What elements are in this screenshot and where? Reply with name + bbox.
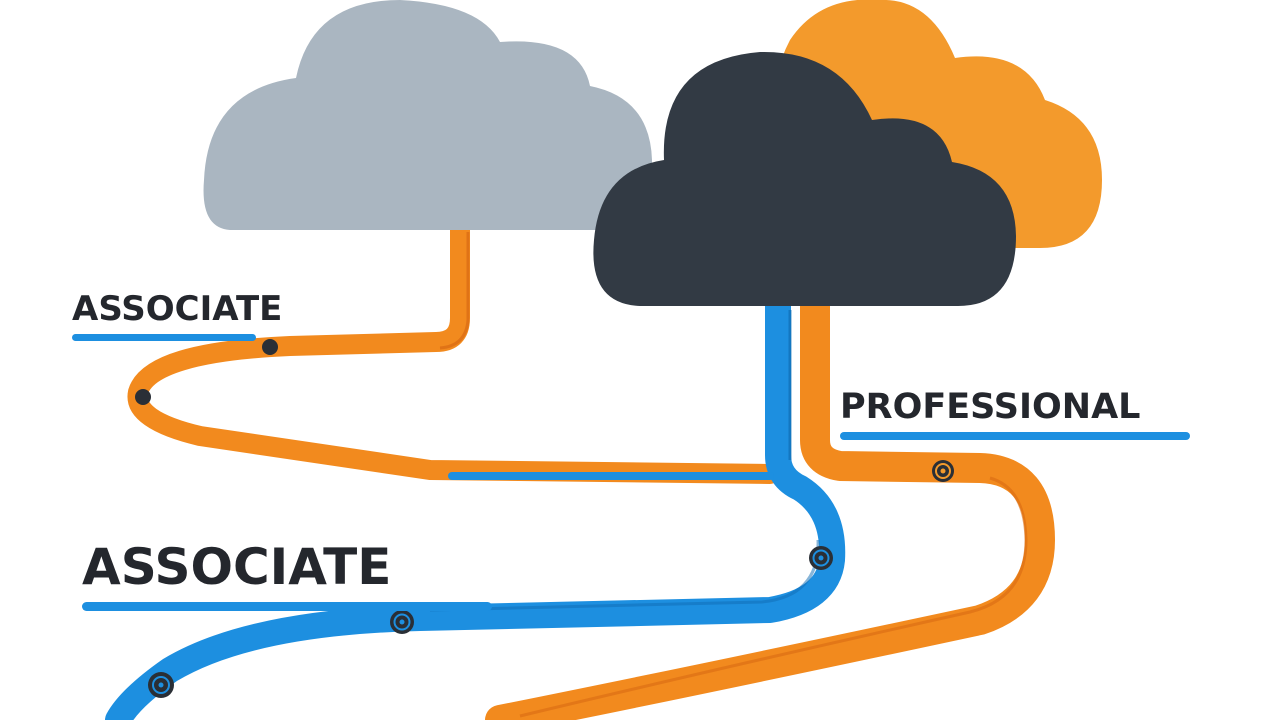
gear-badge-icon (390, 610, 414, 634)
dot-icon (262, 339, 278, 355)
underline-professional (840, 432, 1190, 440)
label-associate-bottom: ASSOCIATE (82, 538, 391, 596)
label-professional: PROFESSIONAL (840, 387, 1140, 427)
label-associate-top: ASSOCIATE (72, 289, 282, 329)
path-professional (485, 285, 1055, 720)
cloud-gray (203, 0, 652, 230)
cloud-dark (593, 51, 1016, 306)
path-associate-top (127, 220, 780, 484)
underline-associate-bottom (82, 602, 492, 611)
dot-icon (135, 389, 151, 405)
underline-associate-top (72, 334, 256, 341)
gear-badge-icon (809, 546, 833, 570)
gear-badge-icon (932, 460, 954, 482)
gear-badge-icon (148, 672, 174, 698)
path-associate-bottom (105, 287, 846, 720)
